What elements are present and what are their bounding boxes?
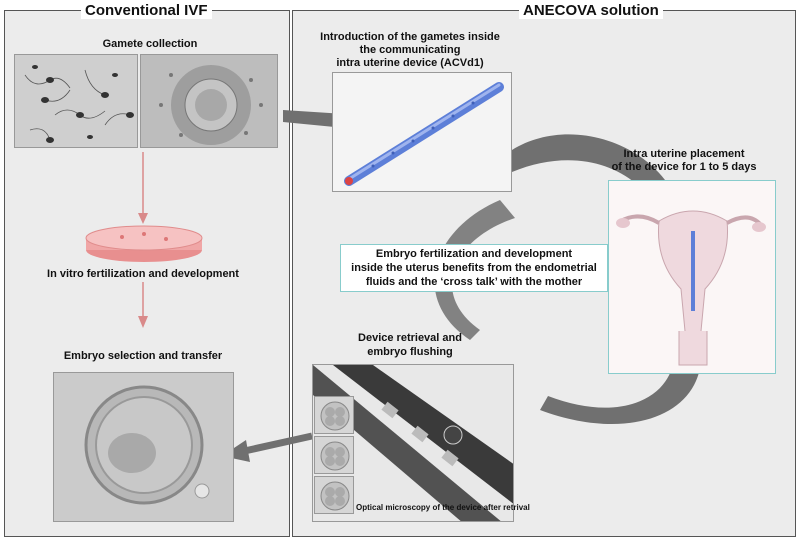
oocyte-image xyxy=(140,54,278,148)
uterus-drawing xyxy=(609,181,775,373)
introduction-label-line1: Introduction of the gametes inside xyxy=(320,31,500,43)
placement-label-line1: Intra uterine placement xyxy=(623,148,745,160)
flow-arrow-to-device xyxy=(283,110,345,128)
sperm-image xyxy=(14,54,138,148)
petri-dish-icon xyxy=(85,225,203,262)
flow-arrow-to-transfer-line xyxy=(239,432,313,456)
in-vitro-label: In vitro fertilization and development xyxy=(47,268,239,280)
embryo-thumb-1 xyxy=(314,396,354,434)
pink-arrow-1-head xyxy=(138,213,148,224)
fertilization-label-line2: inside the uterus benefits from the endo… xyxy=(351,262,597,274)
flow-arrow-to-retrieval xyxy=(540,368,700,425)
retrieval-label-line2: embryo flushing xyxy=(367,346,453,358)
embryo-thumb-2 xyxy=(314,436,354,474)
placement-label-line2: of the device for 1 to 5 days xyxy=(611,161,757,173)
gamete-collection-label: Gamete collection xyxy=(102,38,198,50)
sperm-drawing xyxy=(15,55,137,147)
device-drawing xyxy=(333,73,511,191)
fertilization-label-line1: Embryo fertilization and development xyxy=(375,248,573,260)
microscopy-caption: Optical microscopy of the device after r… xyxy=(356,503,530,512)
introduction-label-line2: the communicating xyxy=(359,44,461,56)
blastocyst-drawing xyxy=(54,373,233,521)
retrieval-label-line1: Device retrieval and xyxy=(358,332,462,344)
fertilization-label-line3: fluids and the ‘cross talk’ with the mot… xyxy=(365,276,583,288)
embryo-thumb-3 xyxy=(314,476,354,514)
device-image xyxy=(332,72,512,192)
fertilization-text-box: Embryo fertilization and development ins… xyxy=(340,244,608,292)
pink-arrow-2-head xyxy=(138,316,148,328)
embryo-selection-label: Embryo selection and transfer xyxy=(63,350,223,362)
flow-arrow-inner xyxy=(434,200,515,340)
conventional-ivf-title: Conventional IVF xyxy=(81,2,212,19)
blastocyst-image xyxy=(53,372,234,522)
oocyte-drawing xyxy=(141,55,277,147)
uterus-image xyxy=(608,180,776,374)
anecova-title: ANECOVA solution xyxy=(519,2,663,19)
introduction-label-line3: intra uterine device (ACVd1) xyxy=(336,57,484,69)
flow-arrow-to-uterus xyxy=(512,134,665,192)
